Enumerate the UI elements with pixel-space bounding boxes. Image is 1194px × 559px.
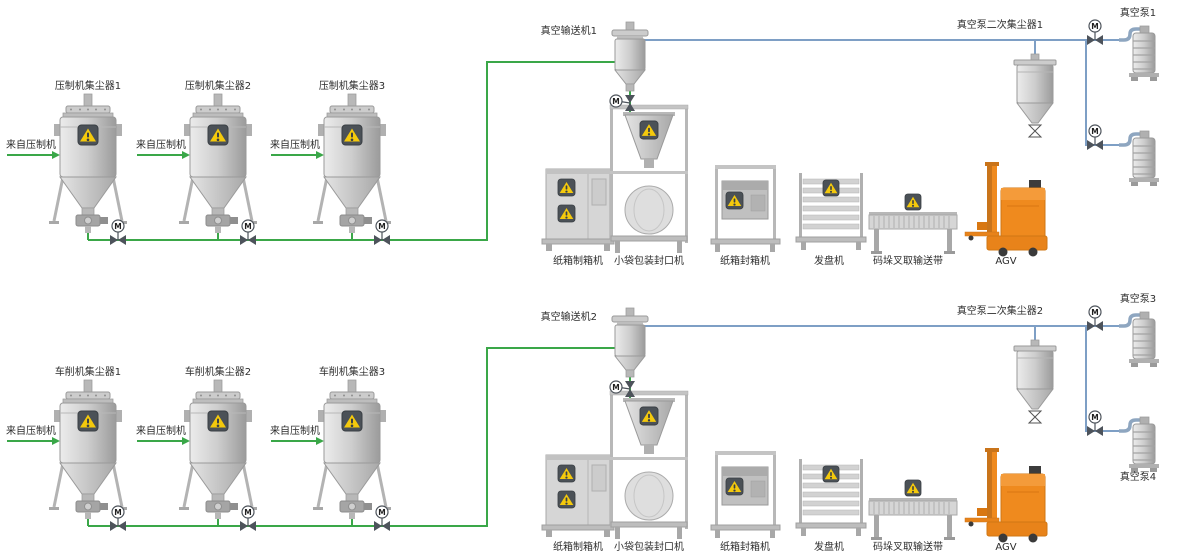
equipment-label: 小袋包装封口机 [614,540,684,553]
source-label: 来自压制机 [270,424,320,437]
production-line-2 [7,306,1159,543]
collector-label: 车削机集尘器2 [185,365,251,378]
source-label: 来自压制机 [6,138,56,151]
source-label: 来自压制机 [6,424,56,437]
equipment-label: 纸箱封箱机 [720,540,770,553]
equipment-label: 纸箱封箱机 [720,254,770,267]
secondary-collector-label: 真空泵二次集尘器2 [957,304,1043,317]
motor-label: M [378,222,385,231]
secondary-collector-label: 真空泵二次集尘器1 [957,18,1043,31]
equipment-label: AGV [995,542,1016,553]
motor-label: M [244,222,251,231]
collector-label: 车削机集尘器1 [55,365,121,378]
equipment-label: AGV [995,256,1016,267]
equipment-label: 码垛叉取输送带 [873,540,943,553]
equipment-label: 发盘机 [814,254,844,267]
equipment-label: 小袋包装封口机 [614,254,684,267]
source-label: 来自压制机 [270,138,320,151]
production-line-1 [7,20,1159,257]
collector-label: 压制机集尘器3 [319,79,385,92]
motor-label: M [114,222,121,231]
motor-label: M [612,97,619,106]
equipment-label: 纸箱制箱机 [553,540,603,553]
collector-label: 压制机集尘器2 [185,79,251,92]
motor-label: M [1091,308,1098,317]
motor-label: M [378,508,385,517]
motor-label: M [1091,22,1098,31]
motor-label: M [114,508,121,517]
source-label: 来自压制机 [136,138,186,151]
conveyor-label: 真空输送机1 [541,24,597,37]
source-label: 来自压制机 [136,424,186,437]
motor-label: M [244,508,251,517]
equipment-label: 发盘机 [814,540,844,553]
equipment-label: 码垛叉取输送带 [873,254,943,267]
pump-label: 真空泵4 [1120,470,1156,483]
pump-label: 真空泵3 [1120,292,1156,305]
collector-label: 车削机集尘器3 [319,365,385,378]
equipment-label: 纸箱制箱机 [553,254,603,267]
conveyor-label: 真空输送机2 [541,310,597,323]
collector-label: 压制机集尘器1 [55,79,121,92]
motor-label: M [612,383,619,392]
motor-label: M [1091,413,1098,422]
motor-label: M [1091,127,1098,136]
pump-label: 真空泵1 [1120,6,1156,19]
